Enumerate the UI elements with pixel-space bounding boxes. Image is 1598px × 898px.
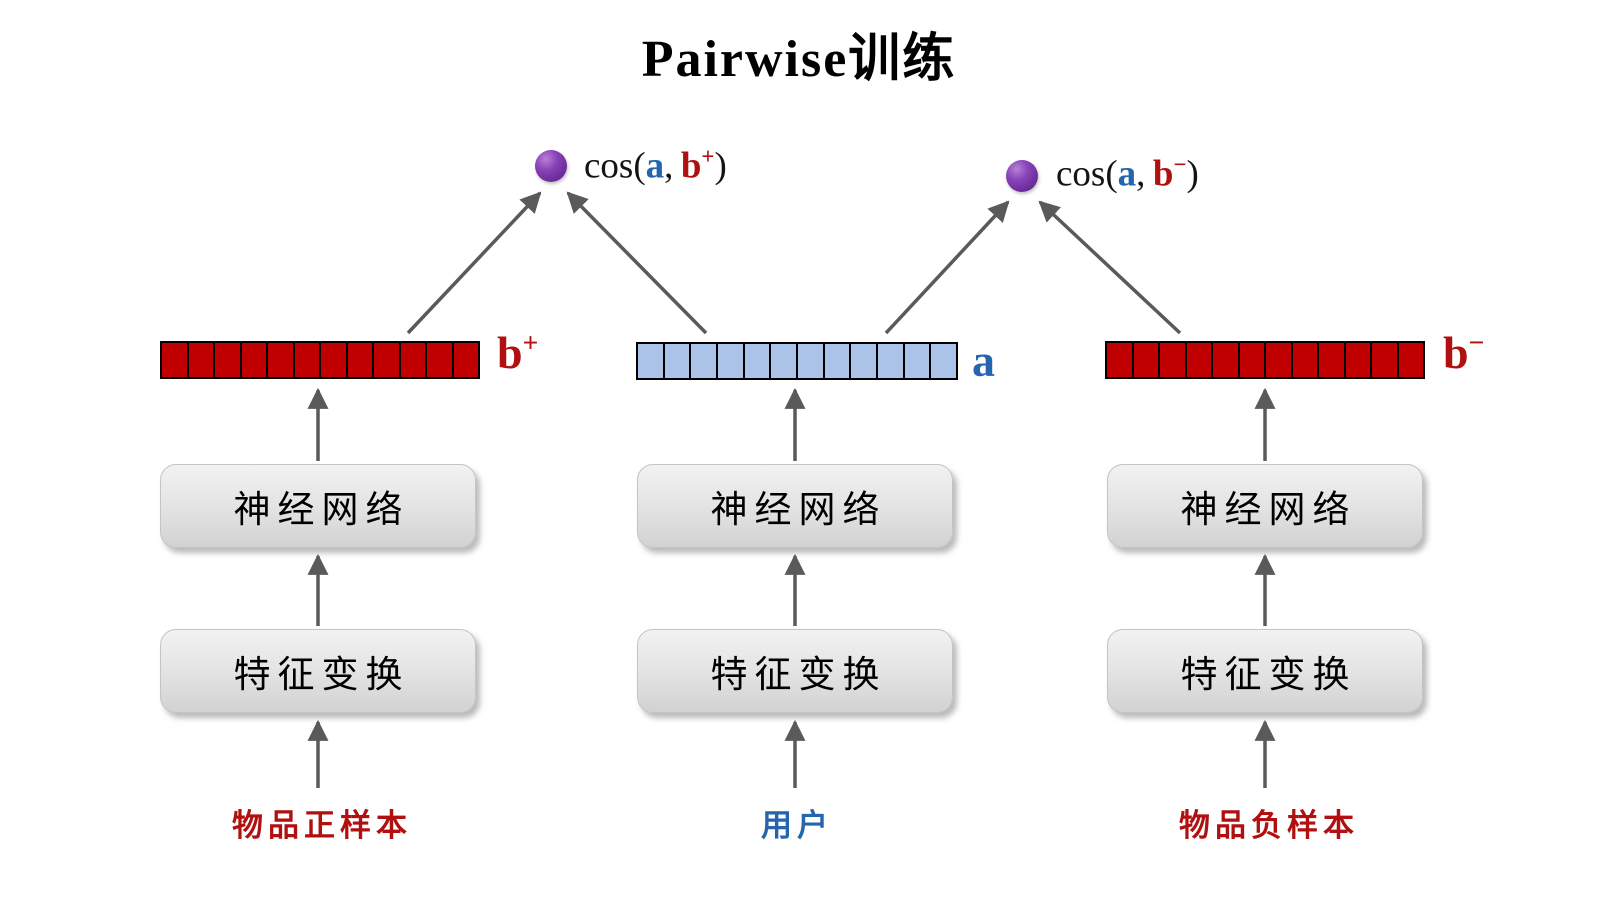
cos-arg-user: a [1117,153,1137,195]
vector-label-positive: b+ [497,326,538,379]
vector-cell [1213,343,1240,377]
vector-cell [931,344,956,378]
vector-label-base: a [972,335,995,386]
vector-label-base: b [1443,327,1469,378]
vector-cell [1134,343,1160,377]
vector-label-user: a [972,334,995,387]
cos-arg-sign: − [1173,152,1187,177]
vector-cell [427,343,454,377]
vector-cell [718,344,745,378]
cos-separator: , [664,145,681,187]
vector-cell [771,344,799,378]
embedding-vector-negative [1105,341,1425,379]
vector-cell [638,344,665,378]
vector-cell [851,344,879,378]
vector-cell [665,344,692,378]
cos-func: cos( [1056,153,1118,195]
vector-cell [1266,343,1293,377]
vector-cell [1372,343,1399,377]
vector-cell [745,344,772,378]
vector-cell [878,344,905,378]
nn-box-user: 神经网络 [637,464,953,548]
similarity-dot-left [535,150,567,182]
vector-cell [268,343,295,377]
vector-cell [1346,343,1372,377]
vector-label-negative: b− [1443,326,1484,379]
cos-func: cos( [584,145,646,187]
vector-cell [162,343,189,377]
feature-box-positive: 特征变换 [160,629,476,713]
vector-cell [1240,343,1266,377]
vector-cell [189,343,215,377]
cos-arg-item: b [680,145,702,187]
vector-cell [374,343,401,377]
embedding-vector-positive [160,341,480,379]
vector-cell [348,343,374,377]
vector-cell [295,343,321,377]
similarity-dot-right [1006,160,1038,192]
cos-close: ) [714,145,727,187]
cos-arg-item: b [1152,153,1174,195]
vector-cell [454,343,479,377]
vector-label-sup: − [1468,326,1485,358]
vector-cell [321,343,348,377]
feature-box-user: 特征变换 [637,629,953,713]
vector-cell [825,344,852,378]
vector-cell [1399,343,1424,377]
cos-label-right: cos(a, b−) [1056,152,1199,195]
embedding-vector-user [636,342,958,380]
arrow-a-to-cos-right [884,200,1010,335]
vector-cell [691,344,719,378]
vector-cell [1293,343,1319,377]
cos-arg-sign: + [701,144,715,169]
vector-label-sup: + [522,326,539,358]
vector-cell [1160,343,1187,377]
vector-cell [1319,343,1346,377]
vector-cell [905,344,932,378]
cos-arg-user: a [645,145,665,187]
nn-box-negative: 神经网络 [1107,464,1423,548]
vector-cell [215,343,242,377]
arrow-a-to-cos-left [566,191,708,335]
vector-cell [1187,343,1213,377]
vector-cell [1107,343,1134,377]
vector-label-base: b [497,327,523,378]
input-label-negative: 物品负样本 [1179,808,1359,843]
vector-cell [798,344,825,378]
input-label-positive: 物品正样本 [232,808,412,843]
arrow-bpos-to-cos-left [406,191,542,335]
vector-cell [401,343,427,377]
cos-label-left: cos(a, b+) [584,144,727,187]
cos-close: ) [1186,153,1199,195]
arrow-bneg-to-cos-right [1038,200,1182,335]
nn-box-positive: 神经网络 [160,464,476,548]
cos-separator: , [1136,153,1153,195]
vector-cell [242,343,268,377]
feature-box-negative: 特征变换 [1107,629,1423,713]
input-label-user: 用户 [761,808,833,843]
diagram-title: Pairwise训练 [641,31,957,88]
